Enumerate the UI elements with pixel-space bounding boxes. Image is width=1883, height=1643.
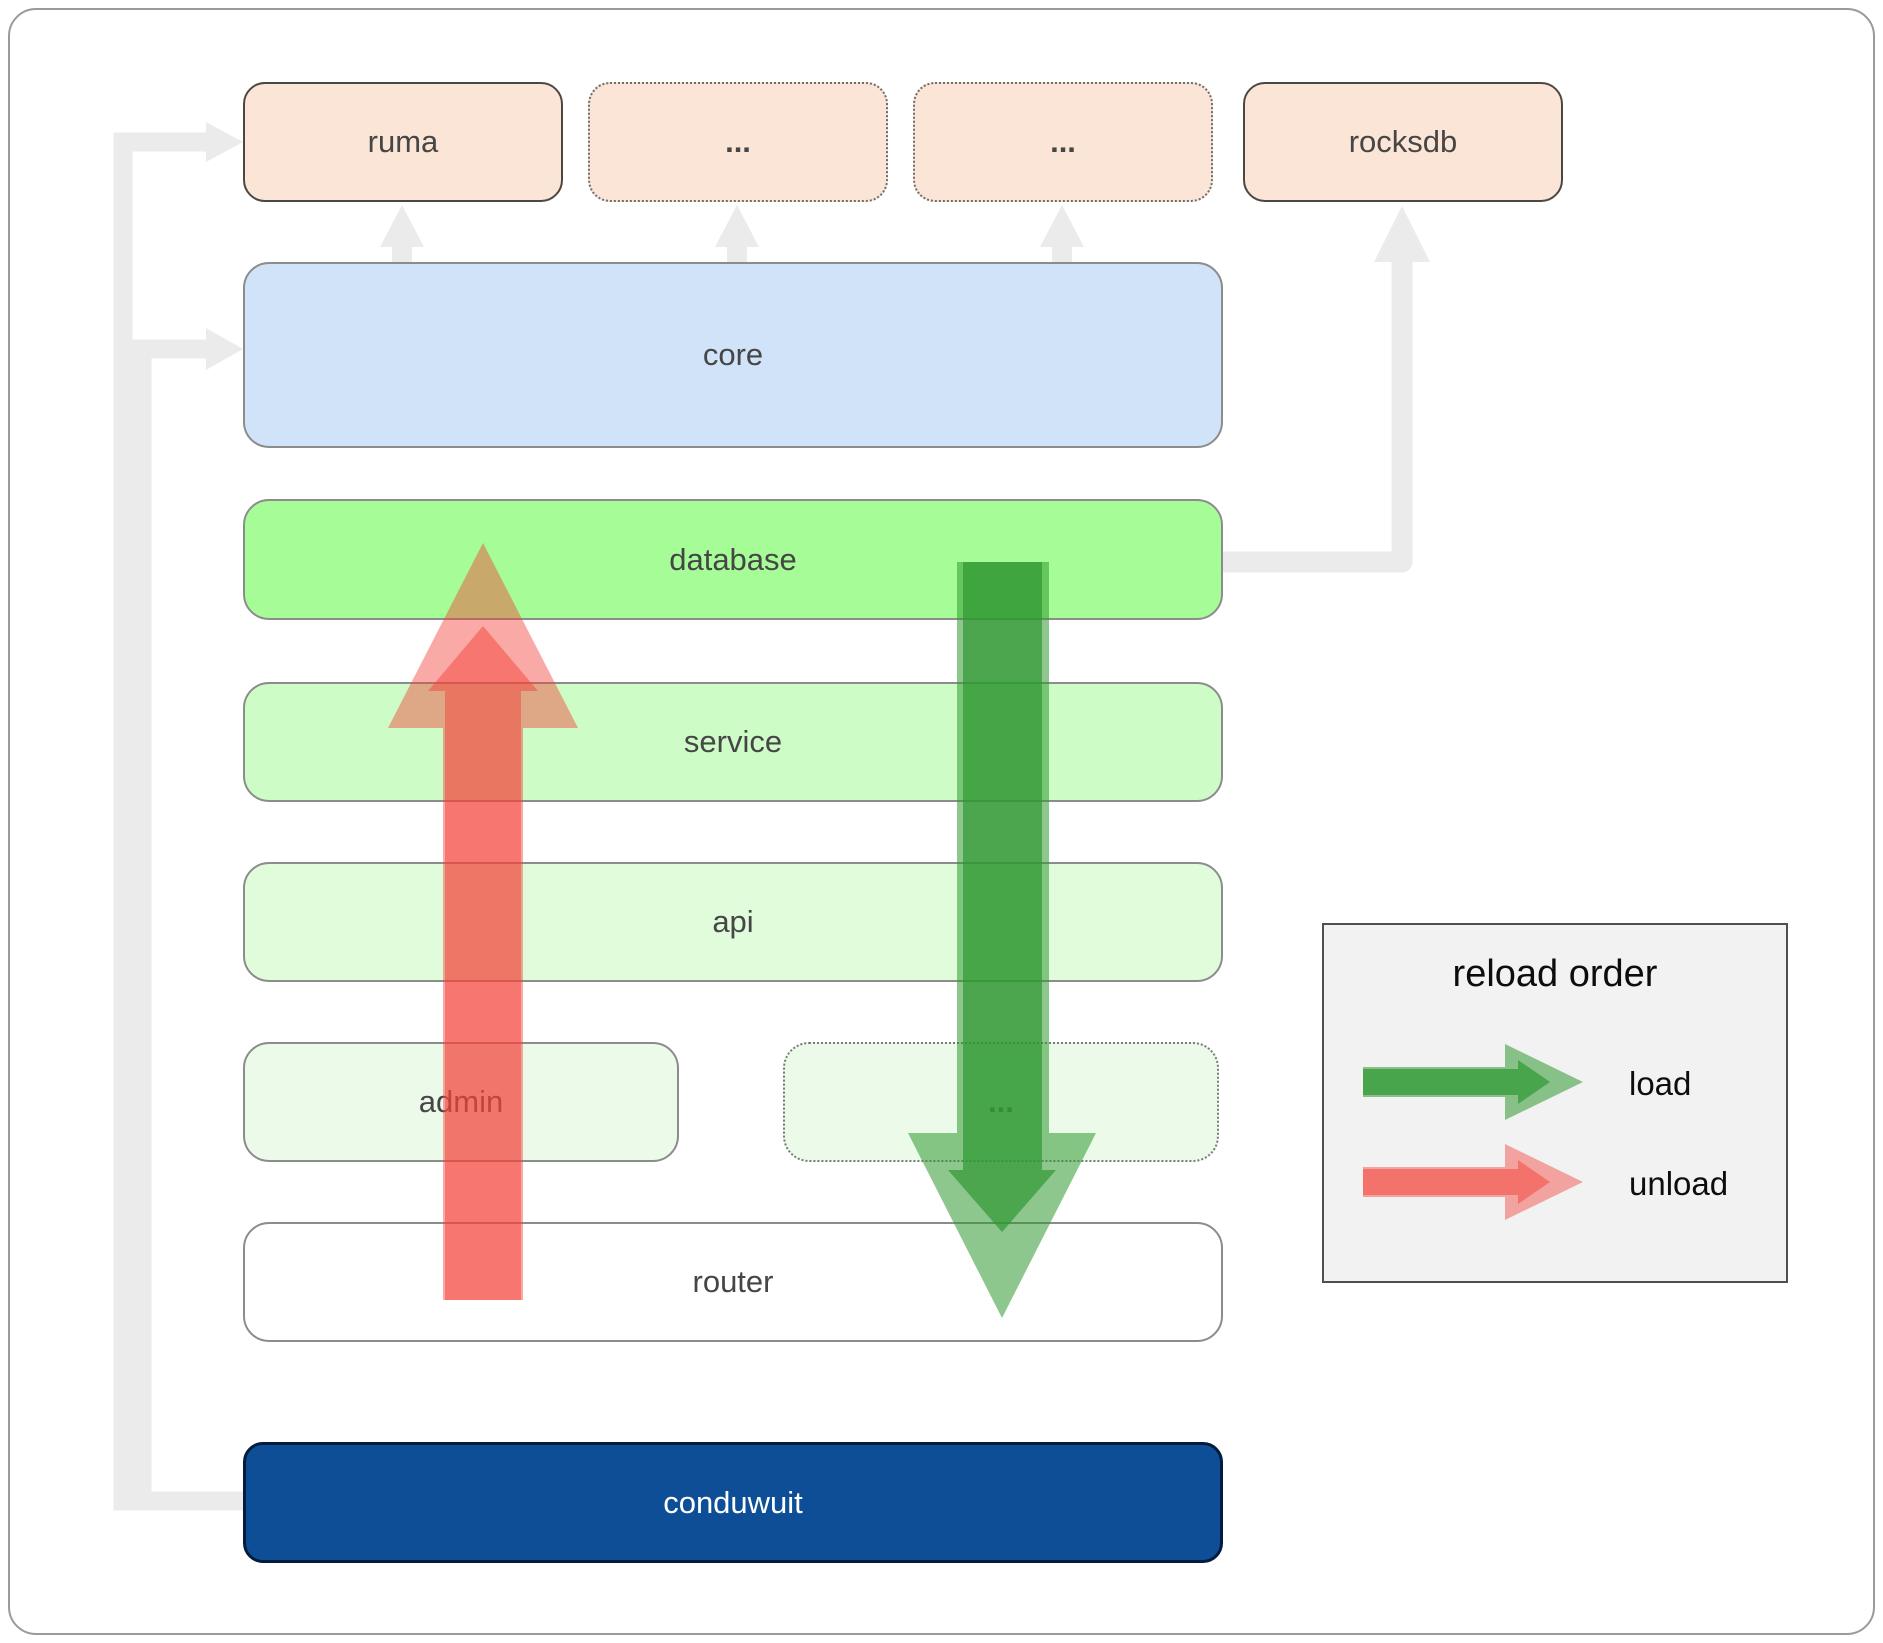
box-rocksdb-label: rocksdb <box>1348 124 1458 159</box>
box-database-label: database <box>669 541 797 577</box>
box-deps-1-label: ... <box>725 124 751 159</box>
box-more-services: ... <box>783 1042 1219 1162</box>
box-core-label: core <box>702 337 764 372</box>
box-service: service <box>243 682 1223 802</box>
legend: reload order load unload <box>1322 923 1788 1283</box>
box-service-label: service <box>683 724 783 759</box>
box-admin: admin <box>243 1042 679 1162</box>
legend-title: reload order <box>1452 953 1658 995</box>
box-rocksdb: rocksdb <box>1243 82 1563 202</box>
box-core: core <box>243 262 1223 448</box>
legend-load-label: load <box>1629 1065 1692 1102</box>
outer-frame <box>8 8 1875 1635</box>
box-admin-label: admin <box>418 1084 504 1119</box>
box-database: database <box>243 499 1223 620</box>
box-api-label: api <box>712 904 754 939</box>
box-router: router <box>243 1222 1223 1342</box>
box-ruma: ruma <box>243 82 563 202</box>
box-more-services-label: ... <box>988 1084 1014 1119</box>
box-deps-1: ... <box>588 82 888 202</box>
box-deps-2: ... <box>913 82 1213 202</box>
box-ruma-label: ruma <box>367 124 439 159</box>
box-api: api <box>243 862 1223 982</box>
box-conduwuit-label: conduwuit <box>663 1484 803 1520</box>
legend-unload-label: unload <box>1629 1165 1729 1202</box>
box-conduwuit: conduwuit <box>243 1442 1223 1563</box>
box-deps-2-label: ... <box>1050 124 1076 159</box>
box-router-label: router <box>692 1264 774 1299</box>
